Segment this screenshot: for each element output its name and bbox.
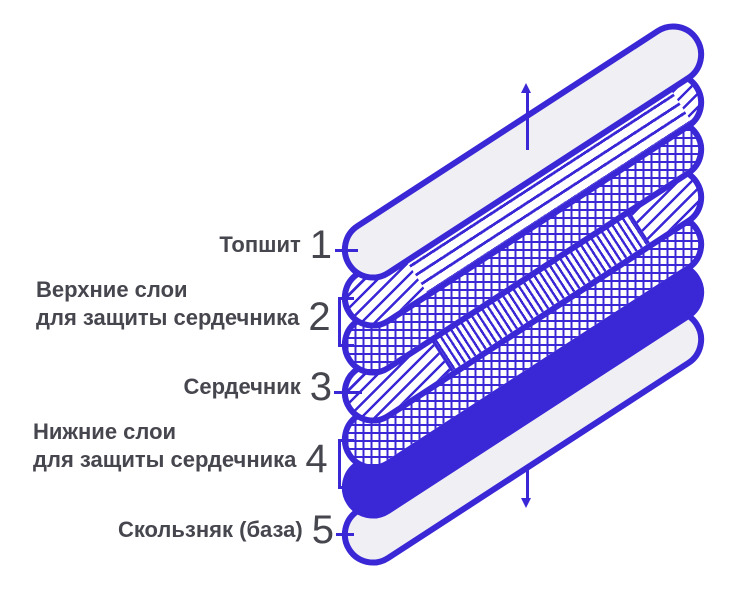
callout-upper-layers-number: 2 — [308, 295, 330, 339]
callout-core-number: 3 — [309, 365, 332, 409]
callout-base-label: Скользняк (база) — [117, 517, 303, 543]
callout-topsheet-number: 1 — [309, 223, 332, 267]
callout-base: Скользняк (база) 5 — [117, 508, 334, 552]
callout-upper-layers: Верхние слои для защиты сердечника 2 — [36, 276, 331, 339]
up-arrow-line — [526, 92, 529, 150]
callout-base-number: 5 — [311, 508, 334, 552]
callout-lower-layers-bracket — [338, 439, 354, 489]
callout-upper-layers-bracket — [338, 297, 354, 347]
callout-lower-layers: Нижние слои для защиты сердечника 4 — [33, 418, 328, 481]
callout-core-label: Сердечник — [183, 374, 301, 400]
down-arrow-line — [526, 468, 529, 499]
callout-topsheet: Топшит 1 — [219, 223, 332, 267]
callout-core-leader-line — [334, 391, 362, 394]
callout-base-leader-line — [336, 533, 354, 536]
down-arrow-icon — [521, 498, 531, 508]
callout-lower-layers-label-line2: для защиты сердечника — [33, 446, 297, 472]
callout-topsheet-label: Топшит — [219, 232, 301, 258]
callout-topsheet-leader-line — [335, 249, 358, 252]
callout-upper-layers-label-line1: Верхние слои — [36, 277, 188, 302]
callout-lower-layers-label-line1: Нижние слои — [33, 419, 177, 444]
callout-core: Сердечник 3 — [183, 365, 332, 409]
up-arrow-icon — [521, 83, 531, 93]
callout-upper-layers-label-line2: для защиты сердечника — [36, 304, 300, 330]
callout-lower-layers-number: 4 — [305, 437, 327, 481]
